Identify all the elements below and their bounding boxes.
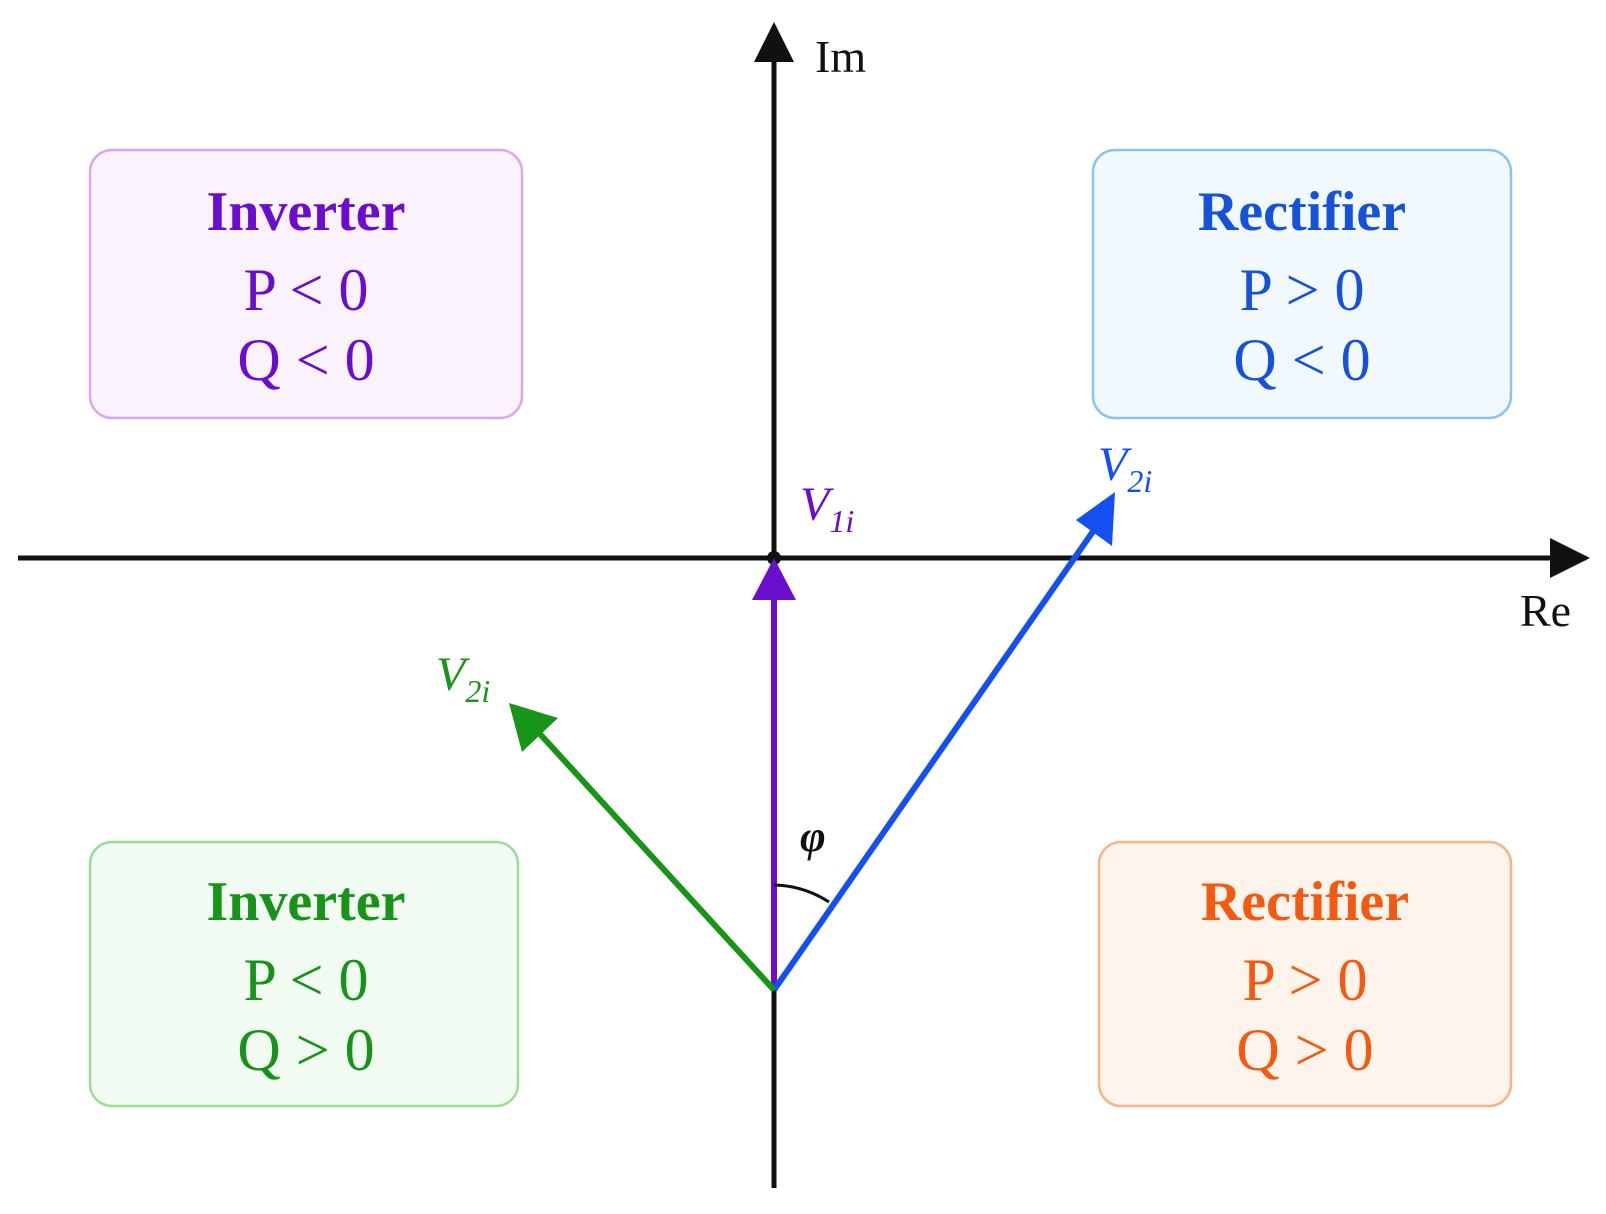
quadrant-bottom-left-q: Q > 0: [237, 1017, 374, 1083]
vector-v1-label: V1i: [800, 478, 854, 539]
quadrant-top-right-q: Q < 0: [1233, 327, 1370, 393]
vector-v1: [752, 558, 796, 990]
vector-v2-left-label: V2i: [436, 648, 490, 709]
quadrant-top-left-p: P < 0: [244, 257, 369, 323]
angle-arc: [773, 883, 830, 904]
quadrant-bottom-right-q: Q > 0: [1236, 1017, 1373, 1083]
quadrant-top-right-title: Rectifier: [1198, 181, 1406, 243]
quadrant-bottom-left-title: Inverter: [206, 871, 405, 933]
vector-v2-right: [771, 492, 1115, 992]
angle-label: φ: [800, 812, 826, 861]
quadrant-bottom-right-p: P > 0: [1243, 947, 1368, 1013]
imag-axis-label: Im: [815, 31, 866, 82]
quadrant-top-left-title: Inverter: [206, 181, 405, 243]
quadrant-top-right-box: Rectifier P > 0 Q < 0: [1091, 148, 1513, 420]
quadrant-bottom-right-title: Rectifier: [1201, 871, 1409, 933]
vector-v2-left: [509, 703, 777, 993]
quadrant-bottom-left-box: Inverter P < 0 Q > 0: [88, 840, 520, 1108]
vector-v2-right-label: V2i: [1098, 438, 1152, 499]
quadrant-top-left-box: Inverter P < 0 Q < 0: [88, 148, 524, 420]
quadrant-bottom-left-p: P < 0: [244, 947, 369, 1013]
quadrant-top-right-p: P > 0: [1240, 257, 1365, 323]
quadrant-top-left-q: Q < 0: [237, 327, 374, 393]
quadrant-bottom-right-box: Rectifier P > 0 Q > 0: [1097, 840, 1513, 1108]
real-axis-label: Re: [1520, 585, 1571, 636]
